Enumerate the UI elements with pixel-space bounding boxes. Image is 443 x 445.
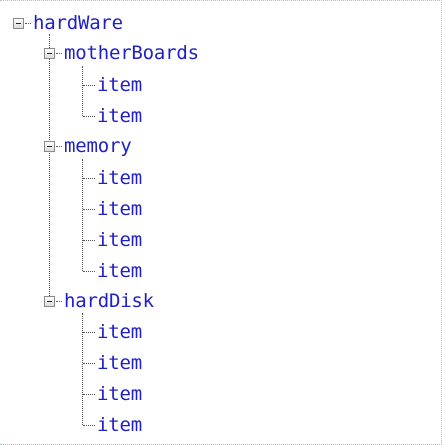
tree-leaf-item[interactable]: item	[97, 383, 142, 405]
tree-leaf-item[interactable]: item	[97, 414, 142, 436]
tree-node-motherboards-label[interactable]: motherBoards	[64, 42, 199, 64]
tree-leaf-item[interactable]: item	[97, 74, 142, 96]
tree-connector	[83, 85, 95, 86]
tree-leaf-item[interactable]: item	[97, 229, 142, 251]
tree-leaf-item[interactable]: item	[97, 167, 142, 189]
tree-connector	[56, 53, 62, 54]
tree-leaf-item[interactable]: item	[97, 260, 142, 282]
tree-connector	[83, 271, 95, 272]
tree-connector	[83, 394, 95, 395]
tree-connector	[56, 146, 62, 147]
tree-connector	[83, 178, 95, 179]
tree-connector	[83, 363, 95, 364]
collapse-icon[interactable]	[44, 296, 55, 307]
tree-connector	[82, 66, 83, 116]
tree-connector	[82, 313, 83, 425]
tree-leaf-item[interactable]: item	[97, 321, 142, 343]
tree-connector	[56, 301, 62, 302]
tree-connector	[49, 34, 50, 296]
tree-leaf-item[interactable]: item	[97, 105, 142, 127]
tree-connector	[83, 209, 95, 210]
tree-connector	[83, 332, 95, 333]
tree-connector	[83, 240, 95, 241]
collapse-icon[interactable]	[44, 141, 55, 152]
tree-node-memory-label[interactable]: memory	[64, 135, 132, 157]
tree-connector	[83, 116, 95, 117]
tree-leaf-item[interactable]: item	[97, 352, 142, 374]
tree-connector	[83, 425, 95, 426]
tree-connector	[25, 23, 31, 24]
collapse-icon[interactable]	[44, 48, 55, 59]
tree-leaf-item[interactable]: item	[97, 198, 142, 220]
tree-connector	[82, 159, 83, 271]
tree-node-harddisk-label[interactable]: hardDisk	[64, 290, 154, 312]
collapse-icon[interactable]	[13, 18, 24, 29]
tree-node-root-label[interactable]: hardWare	[33, 12, 123, 34]
